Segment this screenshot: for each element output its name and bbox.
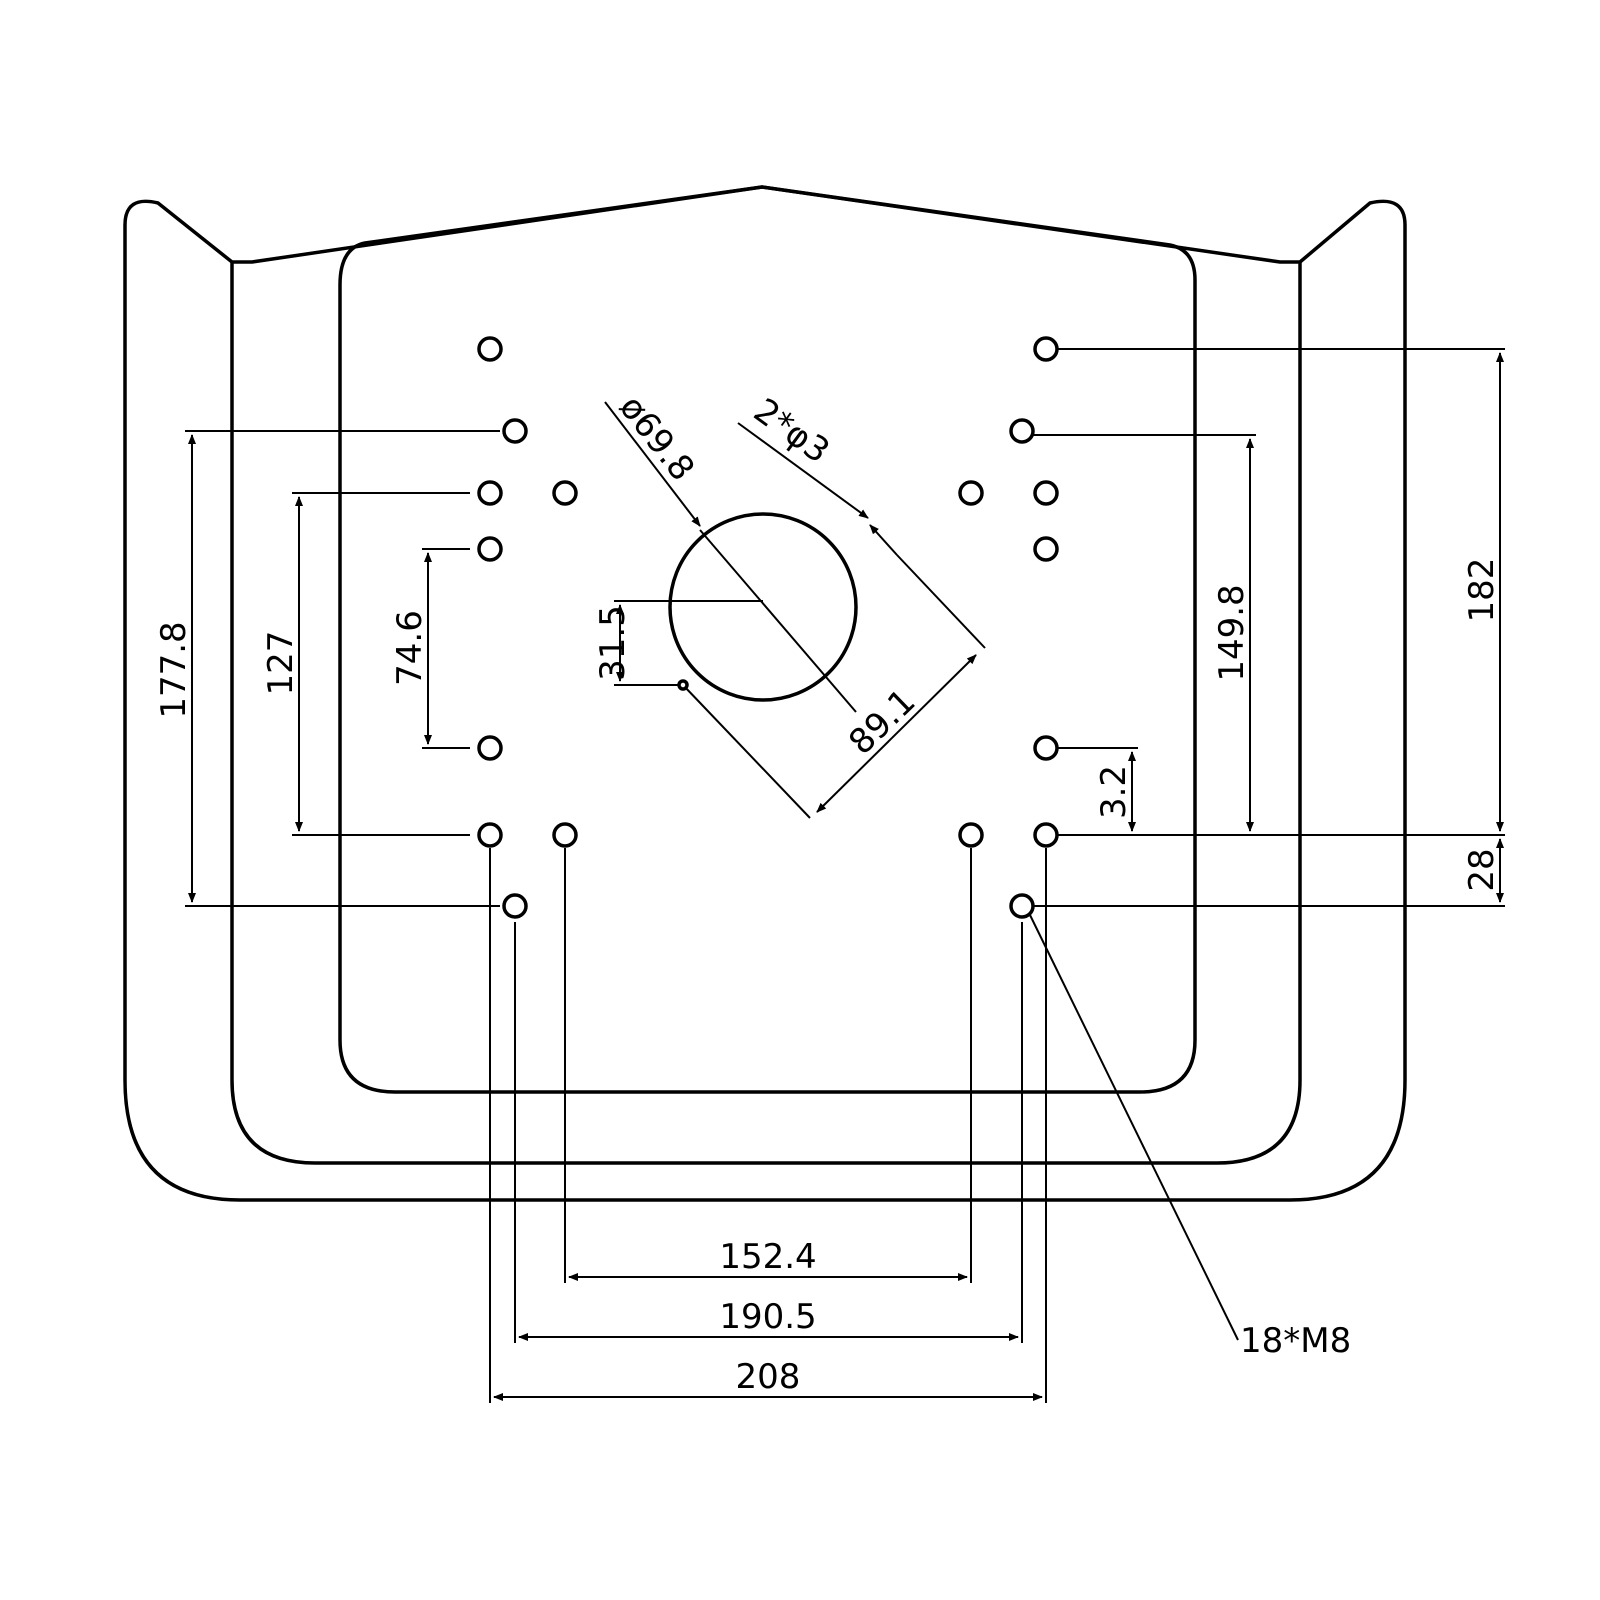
dim-label-3-2: 3.2	[1094, 765, 1134, 819]
mounting-hole	[477, 822, 503, 848]
outer-bracket-outline	[123, 185, 1407, 1202]
dim-label-74-6: 74.6	[390, 610, 430, 686]
mounting-hole	[1033, 536, 1059, 562]
mounting-hole	[477, 480, 503, 506]
dim-label-149-8: 149.8	[1212, 584, 1252, 681]
mounting-hole	[502, 418, 528, 444]
dim-label-dia-69-8: ø69.8	[611, 388, 702, 489]
dim-label-2-phi-3: 2*φ3	[746, 391, 836, 472]
inner-plate-outline	[338, 185, 1197, 1094]
mounting-hole	[1033, 735, 1059, 761]
callout-18-m8: 18*M8	[1240, 1321, 1351, 1361]
mounting-holes	[477, 336, 1059, 919]
dimension-lines	[185, 348, 1505, 1403]
dim-label-208: 208	[736, 1357, 801, 1397]
mounting-hole	[552, 822, 578, 848]
mounting-hole	[477, 336, 503, 362]
dim-label-89-1: 89.1	[841, 681, 923, 762]
dim-label-177-8: 177.8	[154, 621, 194, 718]
center-hole	[668, 512, 858, 702]
mounting-hole	[1033, 480, 1059, 506]
mounting-hole	[1009, 418, 1035, 444]
mounting-hole	[1033, 336, 1059, 362]
mounting-hole	[958, 822, 984, 848]
middle-u-outline	[230, 262, 1302, 1165]
dim-label-152-4: 152.4	[719, 1237, 816, 1277]
dim-label-190-5: 190.5	[719, 1297, 816, 1337]
mounting-hole	[502, 893, 528, 919]
dim-label-31-5: 31.5	[593, 605, 633, 681]
dim-label-182: 182	[1462, 558, 1502, 623]
mounting-hole	[552, 480, 578, 506]
mounting-hole	[1009, 893, 1035, 919]
mounting-hole	[958, 480, 984, 506]
mounting-hole	[1033, 822, 1059, 848]
dim-label-127: 127	[261, 631, 301, 696]
mounting-hole	[477, 735, 503, 761]
dim-label-28: 28	[1462, 848, 1502, 891]
small-center-hole	[677, 679, 689, 691]
mounting-hole	[477, 536, 503, 562]
